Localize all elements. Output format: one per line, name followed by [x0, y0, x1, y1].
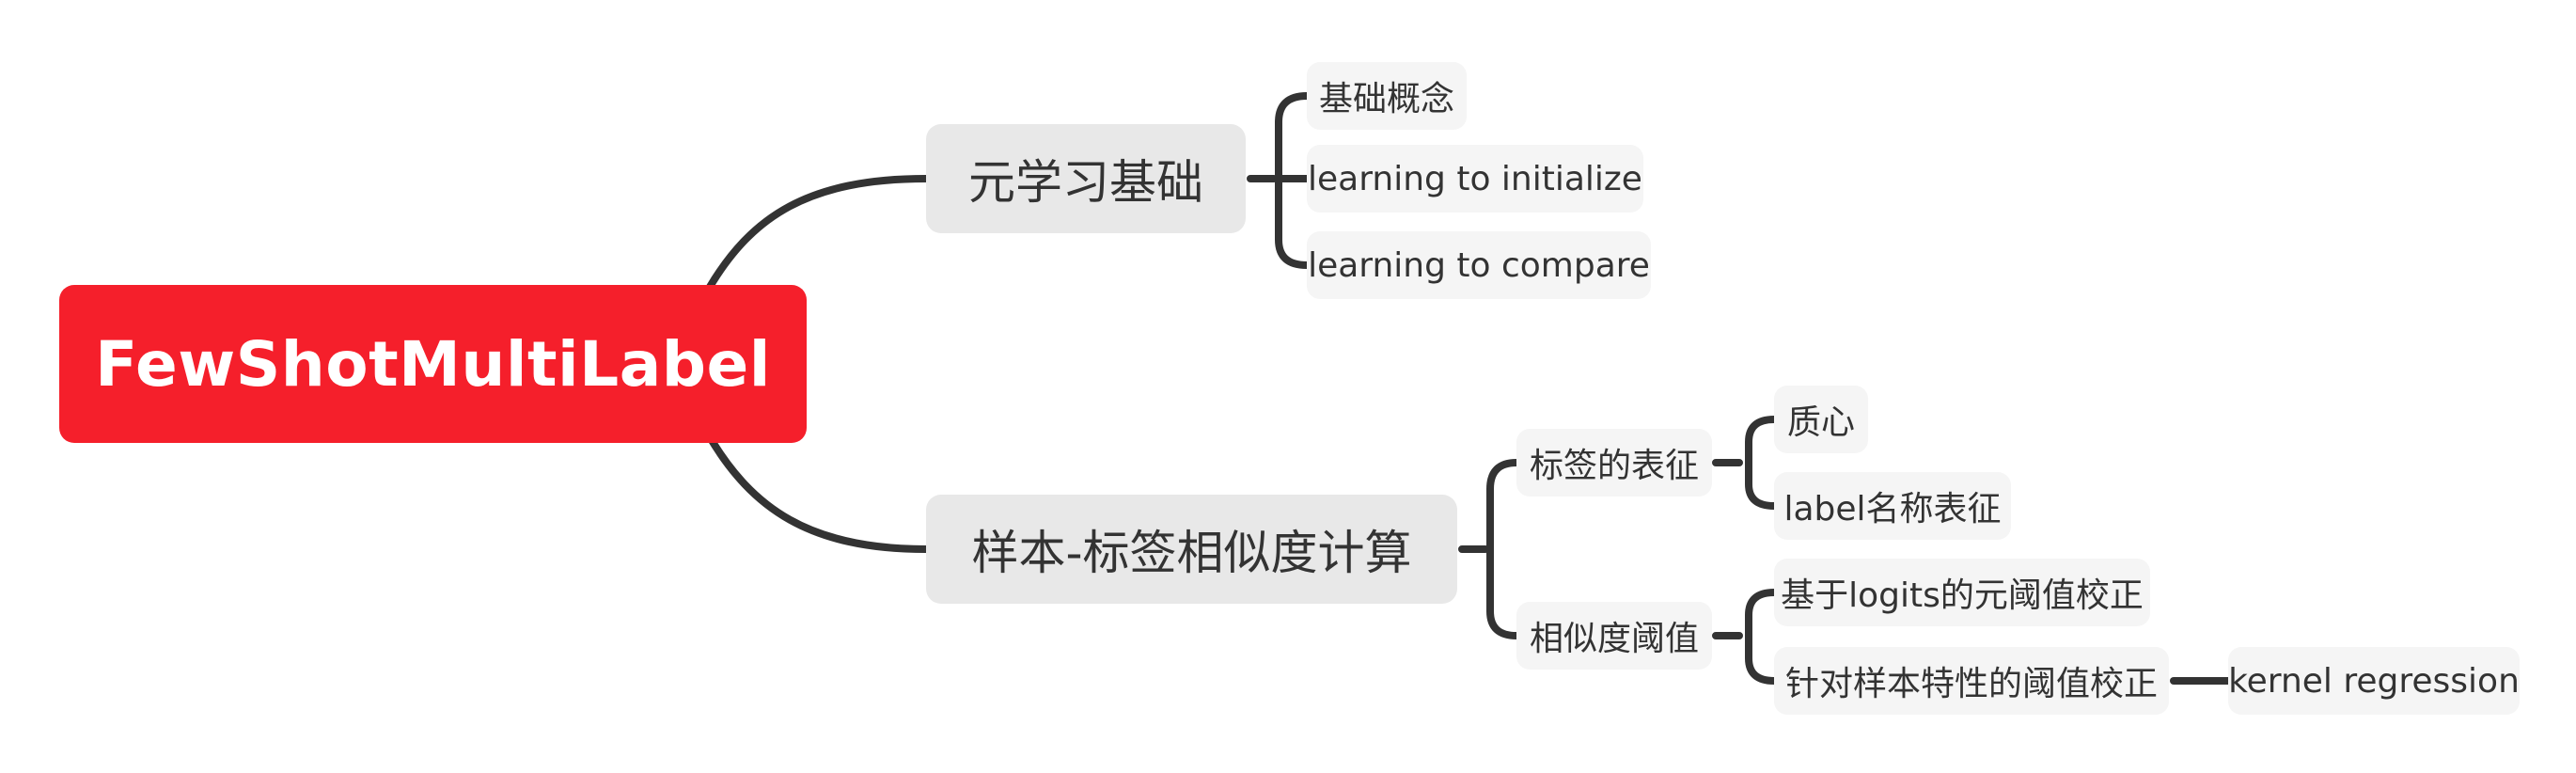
- subtopic-label-representation[interactable]: 标签的表征: [1516, 429, 1712, 497]
- subtopic-learning-to-compare[interactable]: learning to compare: [1307, 231, 1651, 299]
- connector-root-to-similarity: [706, 434, 930, 553]
- connector-root-to-meta-learning: [706, 175, 930, 291]
- subtopic-centroid[interactable]: 质心: [1774, 386, 1868, 453]
- root-node-fewshotmultilabel[interactable]: FewShotMultiLabel: [59, 285, 807, 443]
- connector-similarity-bracket: [1458, 459, 1520, 639]
- subtopic-kernel-regression[interactable]: kernel regression: [2228, 647, 2520, 715]
- subtopic-label-name-representation[interactable]: label名称表征: [1774, 472, 2011, 540]
- subtopic-similarity-threshold[interactable]: 相似度阈值: [1516, 602, 1712, 670]
- connector-threshold-bracket: [1712, 589, 1778, 685]
- topic-sample-label-similarity[interactable]: 样本-标签相似度计算: [926, 495, 1457, 604]
- connector-label-repr-bracket: [1712, 416, 1778, 510]
- connector-meta-learning-bracket: [1247, 92, 1311, 269]
- subtopic-basic-concepts[interactable]: 基础概念: [1307, 62, 1467, 130]
- subtopic-sample-specific-threshold[interactable]: 针对样本特性的阈值校正: [1774, 647, 2169, 715]
- subtopic-learning-to-initialize[interactable]: learning to initialize: [1307, 145, 1643, 213]
- subtopic-logits-meta-threshold[interactable]: 基于logits的元阈值校正: [1774, 559, 2150, 626]
- topic-meta-learning-basics[interactable]: 元学习基础: [926, 124, 1246, 233]
